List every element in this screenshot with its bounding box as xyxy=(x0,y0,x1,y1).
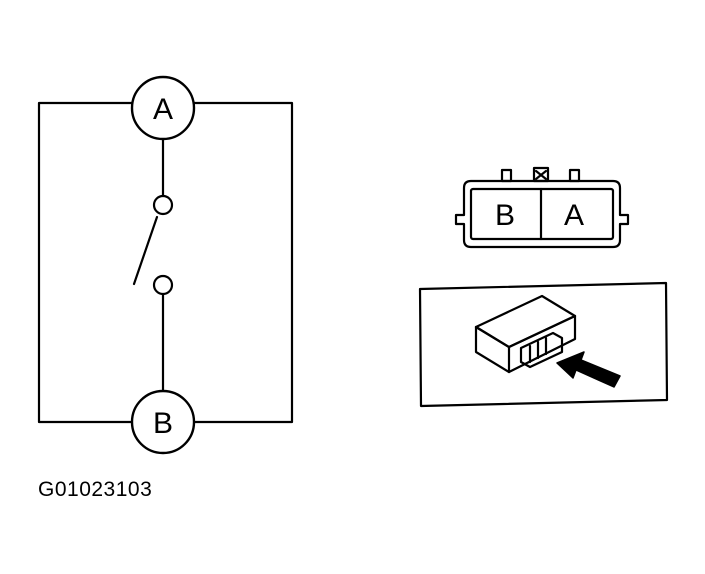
cavity-a-label: A xyxy=(564,199,584,232)
terminal-a-label: A xyxy=(153,93,173,126)
module-socket-pins xyxy=(528,336,548,364)
switch-schematic: A B xyxy=(37,75,294,455)
schematic-loop xyxy=(37,101,294,424)
cavity-b-label: B xyxy=(495,199,515,232)
module-front-face xyxy=(474,325,511,374)
module-socket xyxy=(519,331,564,369)
locking-tab-right xyxy=(568,168,581,183)
module-side-face xyxy=(507,314,577,374)
contact-lower xyxy=(152,274,174,296)
switch-blade xyxy=(132,215,159,286)
contact-upper xyxy=(152,194,174,216)
component-locator xyxy=(418,281,669,408)
terminal-a-circle xyxy=(130,75,196,141)
figure-id-caption: G01023103 xyxy=(38,478,153,501)
connector-face: B A xyxy=(454,166,630,249)
locking-tab-left xyxy=(500,168,513,183)
locking-tab-center-mark xyxy=(534,169,548,181)
terminal-b-label: B xyxy=(153,407,173,440)
connector-shell xyxy=(454,179,630,249)
terminal-b-circle xyxy=(130,389,196,455)
locator-frame xyxy=(418,281,669,408)
locator-arrow-icon xyxy=(556,351,621,388)
locking-tab-center xyxy=(532,166,550,183)
